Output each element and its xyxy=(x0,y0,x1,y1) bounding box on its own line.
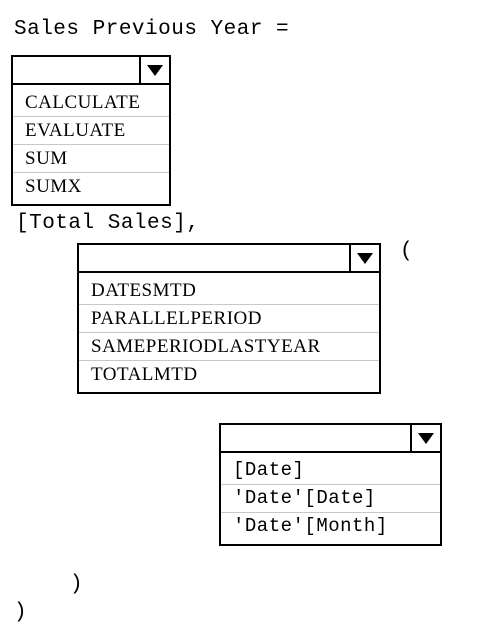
close-paren-outer: ) xyxy=(14,601,28,624)
time-function-dropdown[interactable]: DATESMTD PARALLELPERIOD SAMEPERIODLASTYE… xyxy=(77,243,381,394)
time-function-dropdown-toggle[interactable] xyxy=(349,245,379,271)
chevron-down-icon xyxy=(357,252,373,264)
function-dropdown-toggle[interactable] xyxy=(139,57,169,83)
option-sameperiodlastyear[interactable]: SAMEPERIODLASTYEAR xyxy=(79,333,379,361)
option-calculate[interactable]: CALCULATE xyxy=(13,89,169,117)
measure-definition-line: Sales Previous Year = xyxy=(14,18,290,41)
time-function-dropdown-header[interactable] xyxy=(79,245,379,273)
function-dropdown-options: CALCULATE EVALUATE SUM SUMX xyxy=(13,85,169,204)
date-column-dropdown-toggle[interactable] xyxy=(410,425,440,451)
option-sum[interactable]: SUM xyxy=(13,145,169,173)
open-paren: ( xyxy=(400,240,414,263)
option-date-month[interactable]: 'Date'[Month] xyxy=(233,515,388,537)
option-parallelperiod[interactable]: PARALLELPERIOD xyxy=(79,305,379,333)
total-sales-line: [Total Sales], xyxy=(16,212,200,235)
function-dropdown-header[interactable] xyxy=(13,57,169,85)
chevron-down-icon xyxy=(147,64,163,76)
option-date[interactable]: [Date] xyxy=(221,457,440,485)
date-column-dropdown-options: [Date] 'Date'[Date] 'Date'[Month] xyxy=(221,453,440,544)
function-dropdown[interactable]: CALCULATE EVALUATE SUM SUMX xyxy=(11,55,171,206)
date-column-dropdown-header[interactable] xyxy=(221,425,440,453)
date-column-dropdown[interactable]: [Date] 'Date'[Date] 'Date'[Month] xyxy=(219,423,442,546)
option-totalmtd[interactable]: TOTALMTD xyxy=(91,364,198,385)
option-datesmtd[interactable]: DATESMTD xyxy=(79,277,379,305)
time-function-dropdown-options: DATESMTD PARALLELPERIOD SAMEPERIODLASTYE… xyxy=(79,273,379,392)
option-date-date[interactable]: 'Date'[Date] xyxy=(221,485,440,513)
option-sumx[interactable]: SUMX xyxy=(25,176,82,197)
close-paren-inner: ) xyxy=(70,573,84,596)
chevron-down-icon xyxy=(418,432,434,444)
option-evaluate[interactable]: EVALUATE xyxy=(13,117,169,145)
